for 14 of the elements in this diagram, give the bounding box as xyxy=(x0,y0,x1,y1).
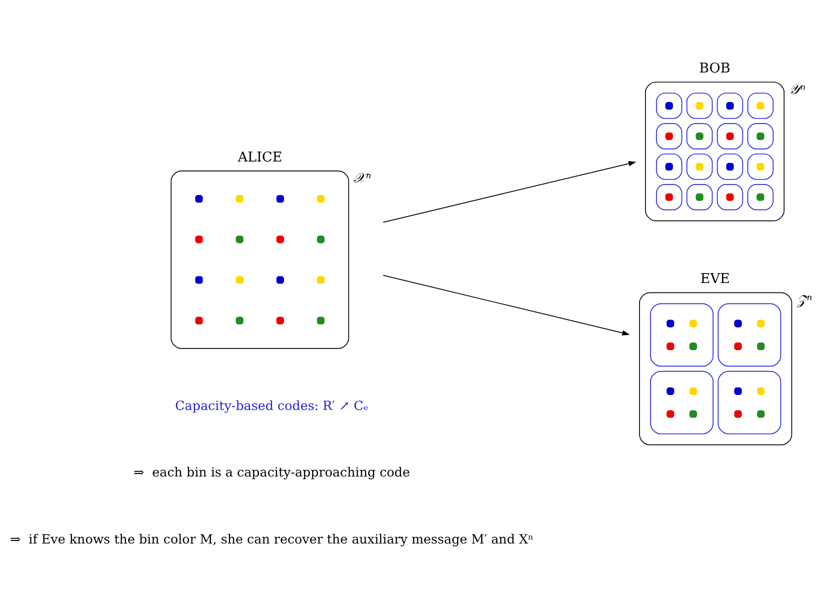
arrow xyxy=(382,274,630,335)
node-label: 𝒳ⁿ xyxy=(354,170,372,186)
node-box xyxy=(639,292,792,445)
node-box xyxy=(645,81,785,221)
arrow xyxy=(382,160,636,222)
label: ⇒ if Eve knows the bin color M, she can recover the auxiliary message M′ and Xⁿ xyxy=(10,530,534,546)
label: Capacity-based codes: R′ ↗ Cₑ xyxy=(175,397,368,412)
label: ⇒ each bin is a capacity-approaching code xyxy=(133,464,410,480)
node-label: ALICE xyxy=(238,148,282,165)
node-label: BOB xyxy=(699,60,730,76)
node-box xyxy=(170,170,350,348)
node-label: 𝒵ⁿ xyxy=(796,292,812,308)
node-label: 𝒴ⁿ xyxy=(789,81,806,98)
node-label: EVE xyxy=(700,270,730,287)
